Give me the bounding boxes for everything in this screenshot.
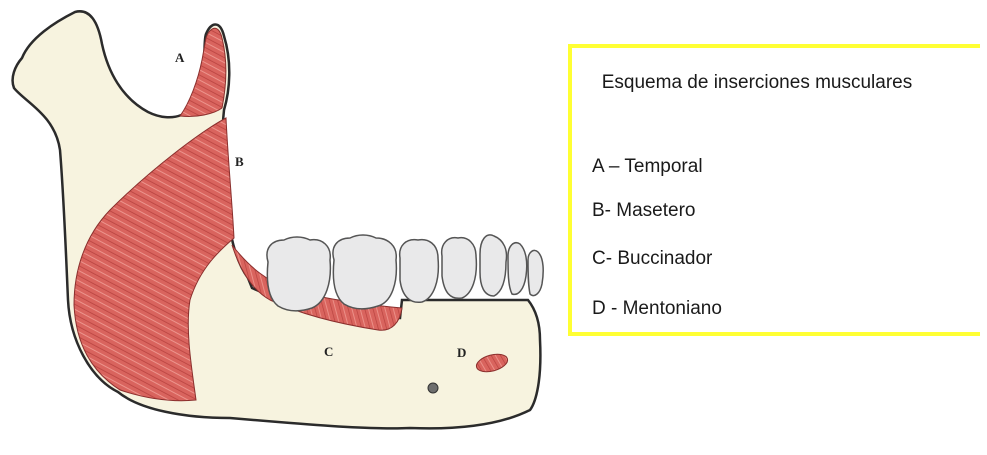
molar-tooth (333, 235, 396, 309)
label-b: B (235, 154, 244, 169)
temporal-muscle-insertion (180, 28, 226, 116)
legend-item-mentoniano: D - Mentoniano (592, 298, 722, 320)
label-a: A (175, 50, 185, 65)
mandible-bone (13, 11, 541, 428)
legend-box: Esquema de inserciones musculares A – Te… (568, 44, 980, 336)
legend-item-temporal: A – Temporal (592, 156, 703, 178)
molar-tooth (267, 237, 330, 311)
legend-item-buccinador: C- Buccinador (592, 248, 712, 270)
premolar-tooth (442, 238, 477, 299)
mental-foramen (428, 383, 438, 393)
label-c: C (324, 344, 333, 359)
incisor-tooth (528, 250, 543, 295)
legend-item-masetero: B- Masetero (592, 200, 695, 222)
incisor-tooth (508, 243, 527, 295)
label-d: D (457, 345, 466, 360)
premolar-tooth (400, 240, 439, 303)
legend-title: Esquema de inserciones musculares (572, 70, 942, 95)
canine-tooth (480, 235, 507, 296)
